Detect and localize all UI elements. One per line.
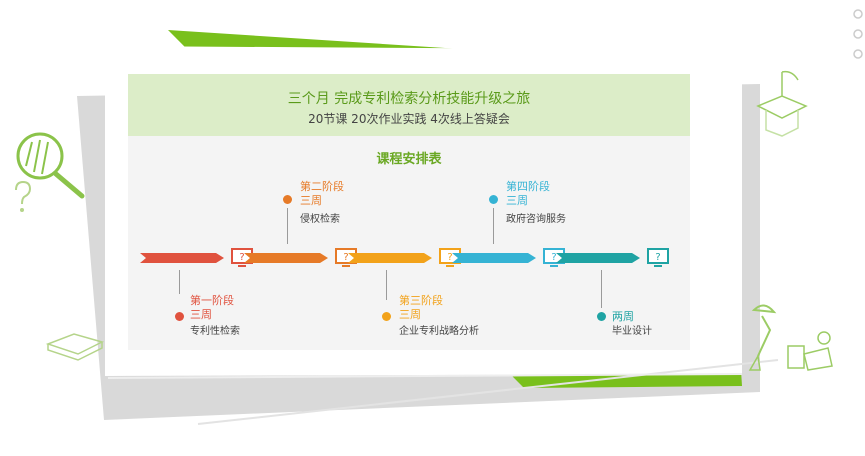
stage-2-topic: 侵权检索	[300, 214, 340, 226]
question-mark-icon	[8, 180, 38, 216]
svg-text:?: ?	[655, 252, 660, 263]
stage-connector	[493, 208, 494, 244]
stage-5-topic: 毕业设计	[612, 326, 652, 338]
stage-5-duration: 两周	[612, 310, 634, 323]
monitor-question-icon: ?	[648, 249, 668, 267]
open-book-icon	[44, 322, 108, 362]
stage-4-topic: 政府咨询服务	[506, 214, 566, 226]
stage-2-name: 第二阶段	[300, 180, 344, 193]
monitor-question-icon: ?	[544, 249, 564, 267]
monitor-question-icon: ?	[336, 249, 356, 267]
monitor-question-icon: ?	[440, 249, 460, 267]
stage-connector	[287, 208, 288, 244]
desk-lamp-icon	[742, 300, 838, 376]
stage-4-name: 第四阶段	[506, 180, 550, 193]
stage-4-duration: 三周	[506, 194, 528, 207]
timeline-arrow	[244, 253, 328, 263]
stage-dot	[597, 312, 606, 321]
pin-dots-icon	[850, 4, 865, 64]
book-stack-icon	[752, 66, 812, 140]
stage-1-topic: 专利性检索	[190, 326, 240, 338]
stage-dot	[283, 195, 292, 204]
stage-2-duration: 三周	[300, 194, 322, 207]
timeline-arrow	[140, 253, 224, 263]
monitor-question-icon: ?	[232, 249, 252, 267]
svg-text:?: ?	[447, 252, 452, 263]
stage-1-duration: 三周	[190, 308, 212, 321]
stage-connector	[386, 270, 387, 300]
stage-connector	[601, 270, 602, 308]
stage-3-topic: 企业专利战略分析	[399, 326, 479, 338]
svg-text:?: ?	[239, 252, 244, 263]
stage-3-name: 第三阶段	[399, 294, 443, 307]
svg-text:?: ?	[551, 252, 556, 263]
stage-dot	[175, 312, 184, 321]
stage-dot	[489, 195, 498, 204]
svg-text:?: ?	[343, 252, 348, 263]
course-card: 三个月 完成专利检索分析技能升级之旅 20节课 20次作业实践 4次线上答疑会 …	[128, 74, 690, 350]
stage-1-name: 第一阶段	[190, 294, 234, 307]
timeline-arrow	[556, 253, 640, 263]
timeline-arrow	[348, 253, 432, 263]
timeline-arrow	[452, 253, 536, 263]
stage-dot	[382, 312, 391, 321]
stage-connector	[179, 270, 180, 294]
stage-3-duration: 三周	[399, 308, 421, 321]
